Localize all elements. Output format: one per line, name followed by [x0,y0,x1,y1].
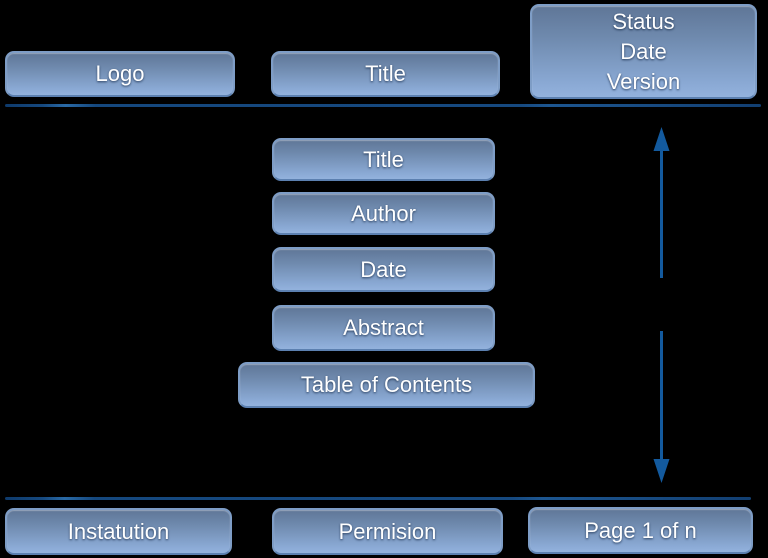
status-date-version-box: Status Date Version [530,4,757,99]
page-extent-double-arrow-icon [653,127,670,483]
version-label: Version [606,68,681,94]
logo-box: Logo [5,51,235,97]
table-of-contents-label: Table of Contents [300,372,473,397]
permission-label: Permision [338,518,437,544]
header-title-label: Title [365,61,406,86]
body-title-label: Title [363,146,404,172]
date-box: Date [272,247,495,292]
header-title-box: Title [271,51,500,97]
page-number-box: Page 1 of n [528,507,753,554]
footer-separator-line [5,497,751,500]
institution-label: Instatution [67,518,170,544]
status-label: Status [612,8,675,34]
institution-box: Instatution [5,508,232,555]
header-separator-line [5,104,761,107]
abstract-box: Abstract [272,305,495,351]
author-label: Author [351,200,416,226]
body-title-box: Title [272,138,495,181]
table-of-contents-box: Table of Contents [238,362,535,408]
author-box: Author [272,192,495,235]
page-number-label: Page 1 of n [584,517,697,543]
date-box-label: Date [360,256,407,282]
logo-label: Logo [95,61,145,86]
date-label: Date [620,38,667,64]
permission-box: Permision [272,508,503,555]
abstract-label: Abstract [343,315,424,340]
